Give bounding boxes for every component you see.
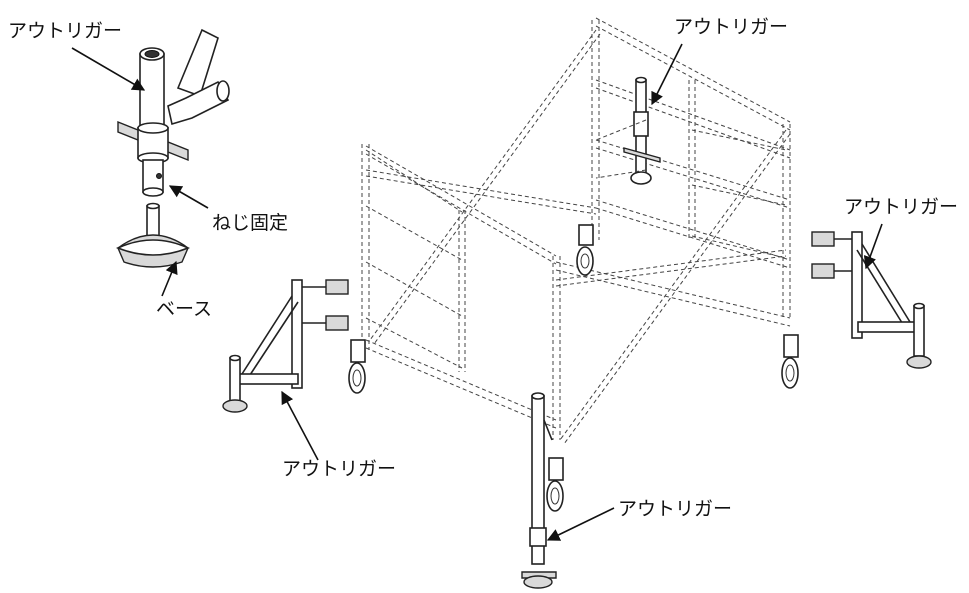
outrigger-rear <box>595 76 661 185</box>
leader-arrows <box>71 43 883 541</box>
label-outrigger-top-left: アウトリガー <box>8 20 123 42</box>
label-outrigger-top-center: アウトリガー <box>674 16 789 38</box>
arrow-outrigger-right <box>863 223 883 270</box>
label-base: ベース <box>156 298 213 320</box>
caster-wheels <box>348 224 799 512</box>
label-outrigger-bottom-center: アウトリガー <box>618 498 733 520</box>
scaffold-frame-rear <box>369 17 791 445</box>
outrigger-left <box>222 279 349 413</box>
label-outrigger-right: アウトリガー <box>844 196 959 218</box>
outrigger-detail-view <box>115 28 230 268</box>
arrow-outrigger-bottom-center <box>546 507 615 541</box>
label-outrigger-left-bottom: アウトリガー <box>282 458 397 480</box>
arrow-outrigger-top-center <box>651 43 683 106</box>
arrow-outrigger-top-left <box>71 47 146 91</box>
arrow-base <box>161 260 178 297</box>
arrow-outrigger-left-bottom <box>281 390 319 461</box>
scaffold-frame-front <box>552 129 791 440</box>
outrigger-front <box>521 392 557 589</box>
arrow-screw-fix <box>168 185 209 209</box>
label-screw-fix: ねじ固定 <box>212 212 289 234</box>
scaffold-frame-left <box>361 144 597 429</box>
